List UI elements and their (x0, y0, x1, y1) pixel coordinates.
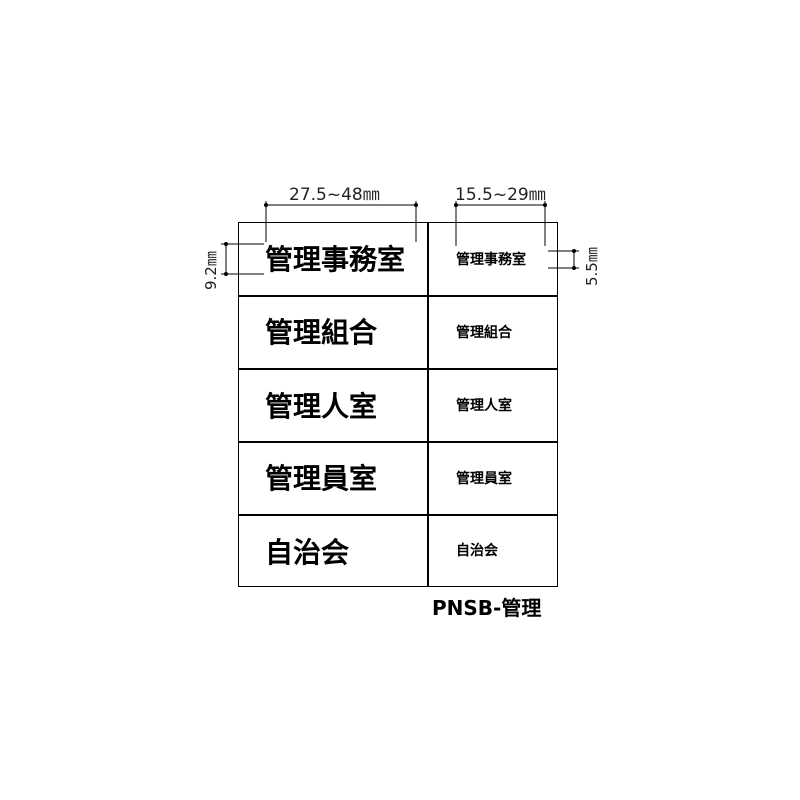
large-sign-text: 管理組合 (265, 316, 378, 349)
small-height-dimension-line (548, 249, 579, 270)
small-sign-text: 管理組合 (456, 325, 512, 341)
small-sign-text: 管理人室 (456, 398, 512, 414)
small-width-label: 15.5~29㎜ (455, 185, 546, 205)
large-height-label: 9.2㎜ (202, 251, 220, 290)
large-sign-text: 管理員室 (265, 462, 378, 495)
small-sign-text: 管理員室 (456, 471, 512, 487)
row-divider (238, 295, 558, 297)
large-sign-text: 自治会 (265, 536, 350, 569)
large-sign-text: 管理人室 (265, 390, 378, 423)
row-divider (238, 514, 558, 516)
small-sign-text: 管理事務室 (456, 252, 526, 268)
large-sign-text: 管理事務室 (265, 243, 406, 276)
sign-grid (238, 222, 558, 587)
column-divider (427, 222, 429, 587)
large-width-label: 27.5~48㎜ (289, 185, 380, 205)
model-code: PNSB-管理 (432, 596, 542, 620)
row-divider (238, 441, 558, 443)
small-height-label: 5.5㎜ (583, 247, 601, 286)
large-width-dimension-line (264, 201, 418, 242)
small-width-dimension-line (454, 201, 547, 246)
large-height-dimension-line (221, 242, 264, 276)
row-divider (238, 368, 558, 370)
small-sign-text: 自治会 (456, 543, 498, 559)
